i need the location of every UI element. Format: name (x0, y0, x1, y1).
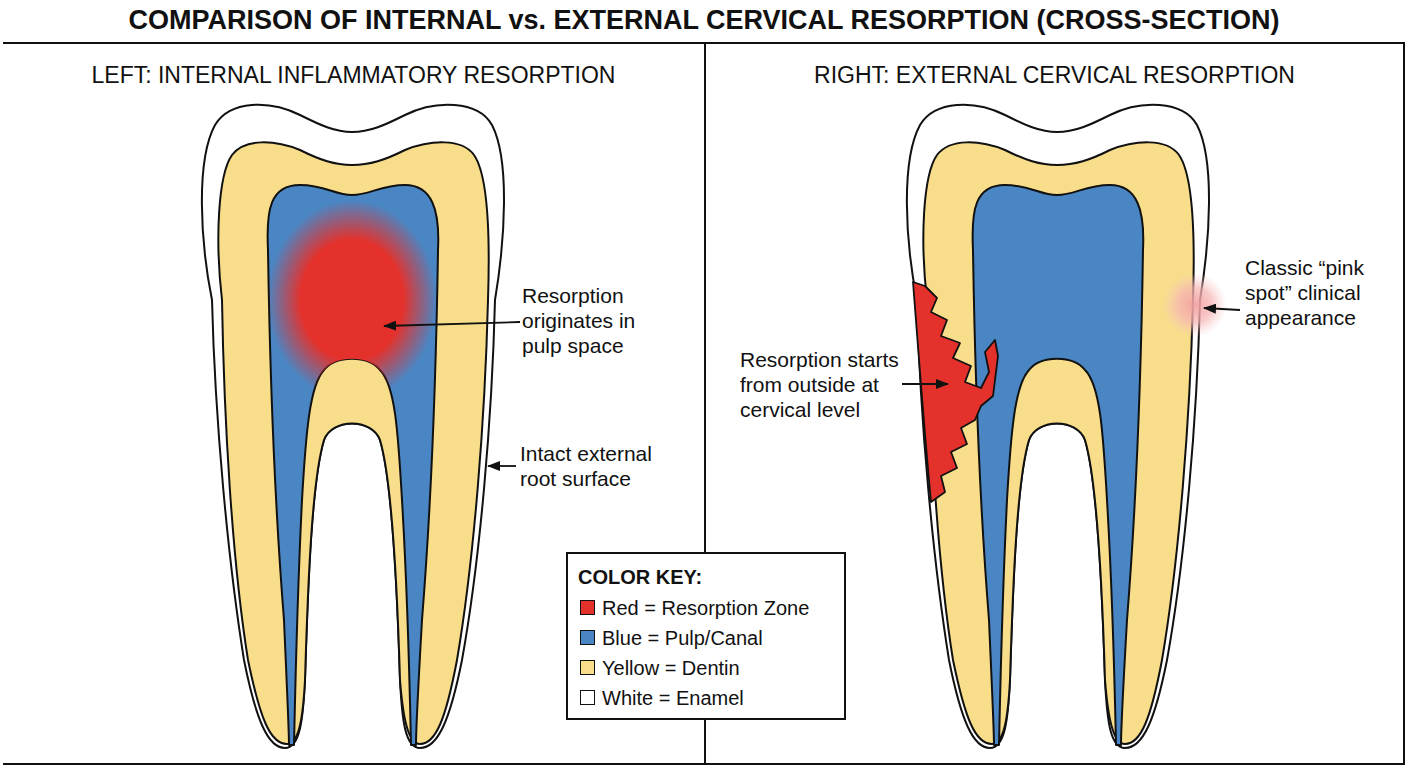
legend-swatch (580, 660, 595, 675)
callout-text: Intact external root surface (520, 441, 680, 491)
resorption-zone (267, 200, 437, 400)
legend-text: Yellow = Dentin (602, 656, 740, 680)
panel-heading: LEFT: INTERNAL INFLAMMATORY RESORPTION (3, 61, 704, 89)
leader-arrow (902, 383, 948, 385)
legend-title: COLOR KEY: (578, 565, 818, 590)
legend-swatch (580, 630, 595, 645)
callout-text: Classic “pink spot” clinical appearance (1245, 255, 1375, 330)
callout-text: Resorption originates in pulp space (522, 283, 657, 358)
legend-swatch (580, 690, 595, 705)
tooth-enamel (907, 105, 1209, 748)
legend-swatch (580, 600, 595, 615)
leader-arrow (1204, 308, 1240, 310)
diagram-title: COMPARISON OF INTERNAL vs. EXTERNAL CERV… (0, 3, 1408, 37)
legend-text: Red = Resorption Zone (602, 596, 809, 620)
resorption-zone (913, 282, 998, 502)
pulp-canal (973, 185, 1144, 745)
pulp-canal (268, 185, 439, 745)
tooth-enamel (202, 105, 504, 748)
right-tooth (907, 105, 1227, 748)
leader-arrow (384, 322, 520, 326)
legend-text: White = Enamel (602, 686, 744, 710)
panel-heading: RIGHT: EXTERNAL CERVICAL RESORPTION (706, 61, 1403, 89)
tooth-dentin (218, 142, 488, 744)
callout-text: Resorption starts from outside at cervic… (740, 347, 922, 422)
legend-text: Blue = Pulp/Canal (602, 626, 763, 650)
pink-spot (1163, 273, 1227, 337)
leader-arrow (488, 465, 516, 467)
tooth-dentin (923, 142, 1193, 744)
left-tooth (202, 105, 504, 748)
